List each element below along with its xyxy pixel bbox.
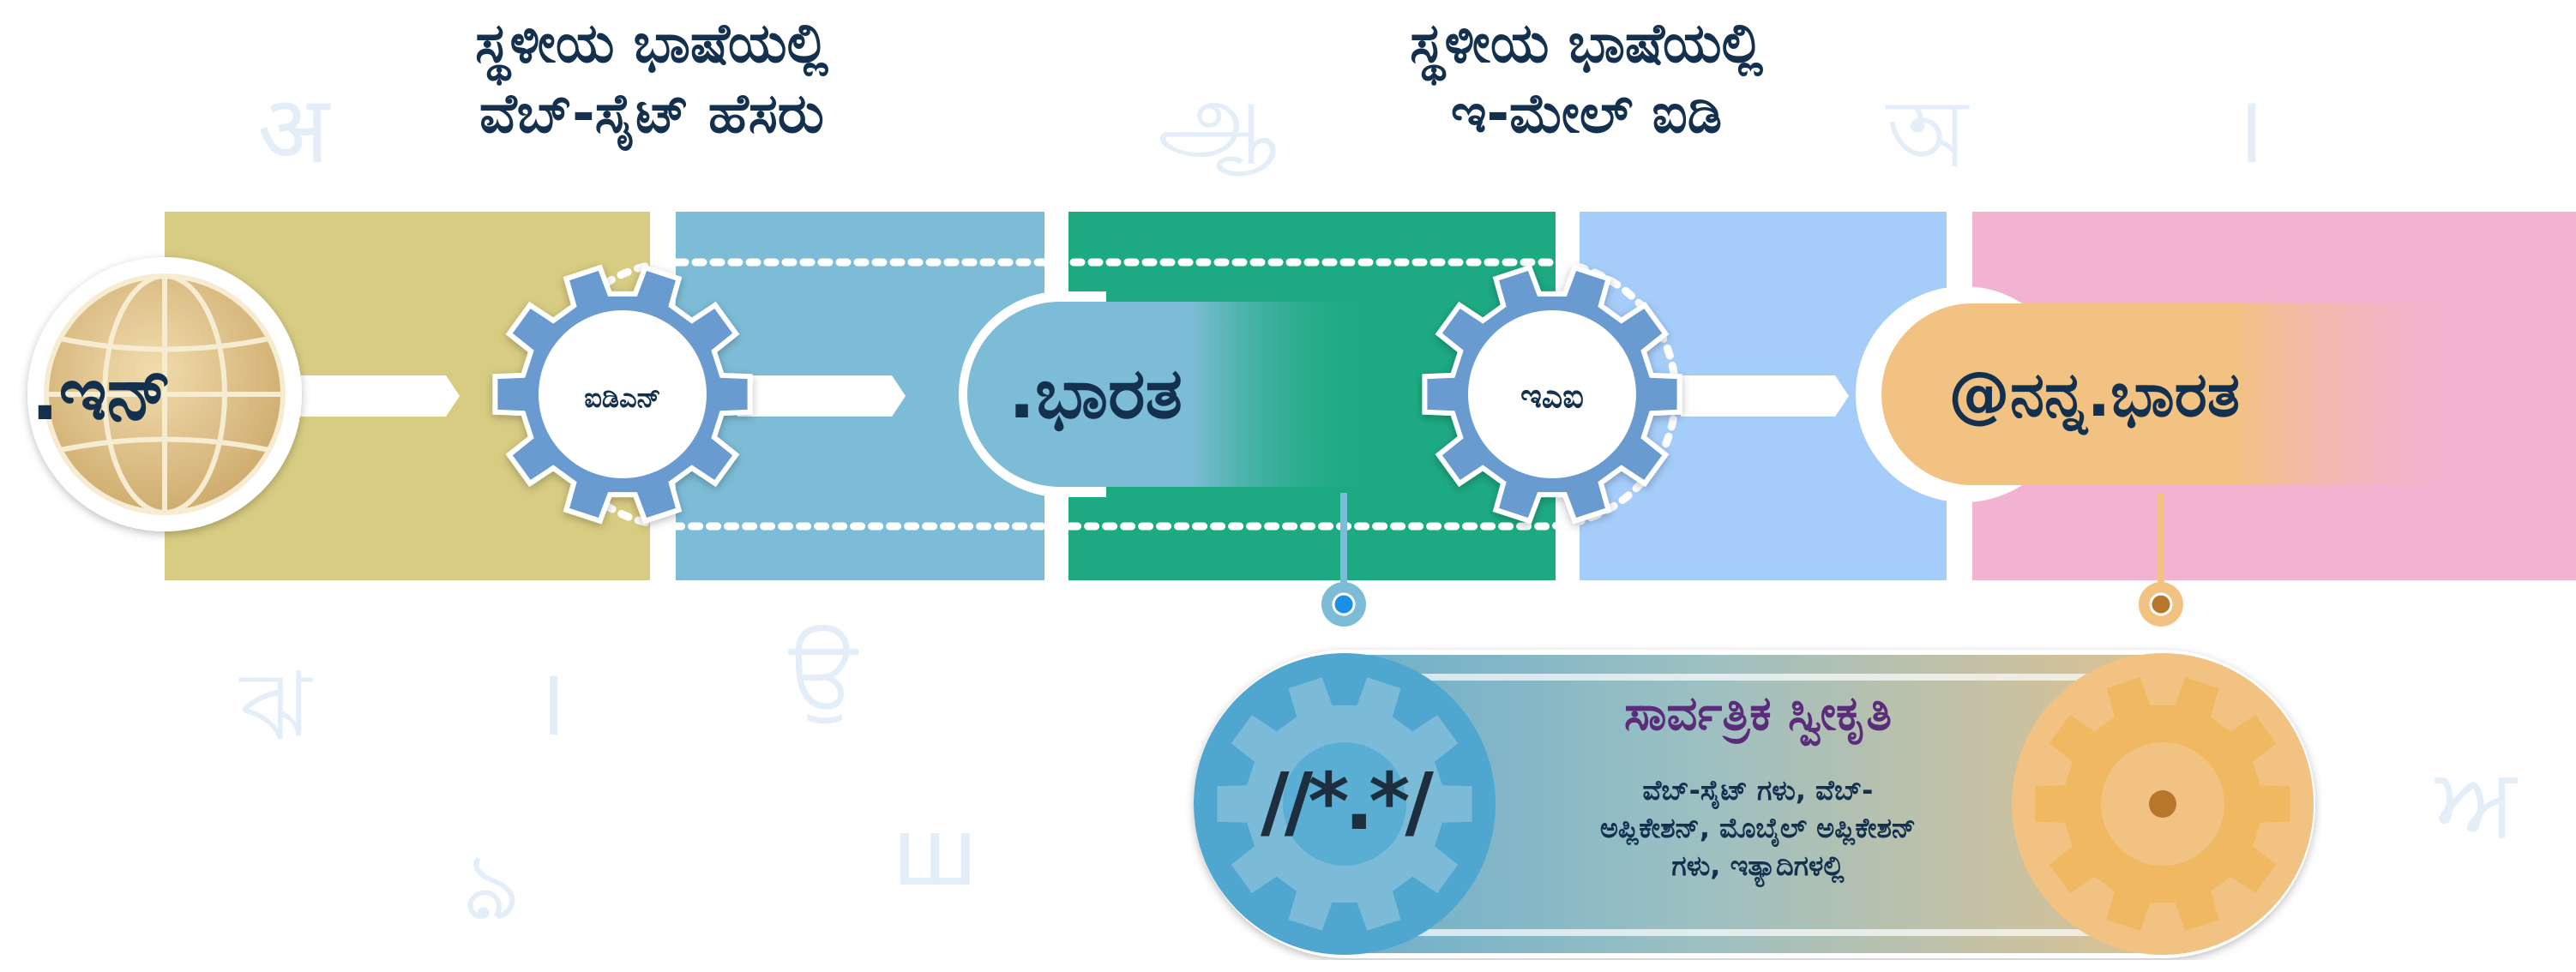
arrow-globe-to-idn <box>283 375 460 417</box>
arrow-idn-to-bharat <box>737 375 906 417</box>
email-pill <box>1881 303 2470 485</box>
watermark-glyph: ঌ <box>463 831 521 941</box>
connector-bharat-node-center <box>1332 592 1356 616</box>
website-heading-line1: ಸ್ಥಳೀಯ ಭಾಷೆಯಲ್ಲಿ <box>475 12 828 75</box>
gearIDN-hub <box>539 310 707 478</box>
ua-left-gear-icon <box>1217 677 1472 931</box>
watermark-glyph: । <box>2230 75 2266 184</box>
email-heading-line1: ಸ್ಥಳೀಯ ಭಾಷೆಯಲ್ಲಿ <box>1410 12 1763 75</box>
watermark-glyph: ஆ <box>1158 62 1278 171</box>
gearUAL-hub <box>1283 742 1406 866</box>
idn-gear-label: ಐಡಿಎನ್ <box>584 381 661 414</box>
ua-body: ವೆಬ್-ಸೈಟ್ ಗಳು, ವೆಬ್- ಅಪ್ಲಿಕೇಶನ್, ಮೊಬೈಲ್ … <box>1509 771 2007 885</box>
arrow-eai-to-email <box>1681 375 1849 417</box>
bharat-pill <box>967 302 1372 487</box>
watermark-glyph: ਅ <box>2435 746 2517 855</box>
website-heading: ಸ್ಥಳೀಯ ಭಾಷೆಯಲ್ಲಿ ವೆಬ್-ಸೈಟ್ ಹೆಸರು <box>326 9 978 149</box>
website-heading-line2: ವೆಬ್-ಸೈಟ್ ಹೆಸರು <box>479 82 824 146</box>
bharat-label: .ಭಾರತ <box>1008 353 1183 435</box>
globe-icon <box>44 273 286 515</box>
ua-title: ಸಾರ್ವತ್ರಿಕ ಸ್ವೀಕೃತಿ <box>1623 686 1893 741</box>
eai-gear-label: ಇಎಐ <box>1520 377 1584 415</box>
watermark-glyph: अ <box>257 75 330 184</box>
connector-email-node-center <box>2149 592 2173 616</box>
ua-body-line: ಅಪ್ಲಿಕೇಶನ್, ಮೊಬೈಲ್ ಅಪ್ಲಿಕೇಶನ್ <box>1599 812 1917 844</box>
email-heading: ಸ್ಥಳೀಯ ಭಾಷೆಯಲ್ಲಿ ಇ-ಮೇಲ್ ಐಡಿ <box>1261 9 1912 149</box>
globe-label: .ಇನ್ <box>31 351 172 437</box>
email-heading-line2: ಇ-ಮೇಲ್ ಐಡಿ <box>1450 82 1723 146</box>
watermark-glyph: ਉ <box>789 617 858 727</box>
idn-gear-icon <box>492 264 753 525</box>
watermark-glyph: । <box>532 647 568 757</box>
email-label: @ನನ್ನ.ಭಾರತ <box>1948 358 2240 430</box>
eai-gear-icon <box>1422 264 1682 525</box>
ua-body-line: ಗಳು, ಇತ್ಯಾದಿಗಳಲ್ಲಿ <box>1671 849 1845 882</box>
ua-icon-text: //*.*/ <box>1261 756 1434 848</box>
gearUAR-center <box>2149 790 2176 818</box>
watermark-glyph: অ <box>1887 79 1969 189</box>
gearEAI-hub <box>1468 310 1636 478</box>
ua-body-line: ವೆಬ್-ಸೈಟ್ ಗಳು, ವೆಬ್- <box>1642 774 1874 807</box>
ua-right-gear-icon <box>2035 677 2290 931</box>
watermark-glyph: ш <box>892 797 978 907</box>
watermark-glyph: ঝ <box>240 651 312 761</box>
